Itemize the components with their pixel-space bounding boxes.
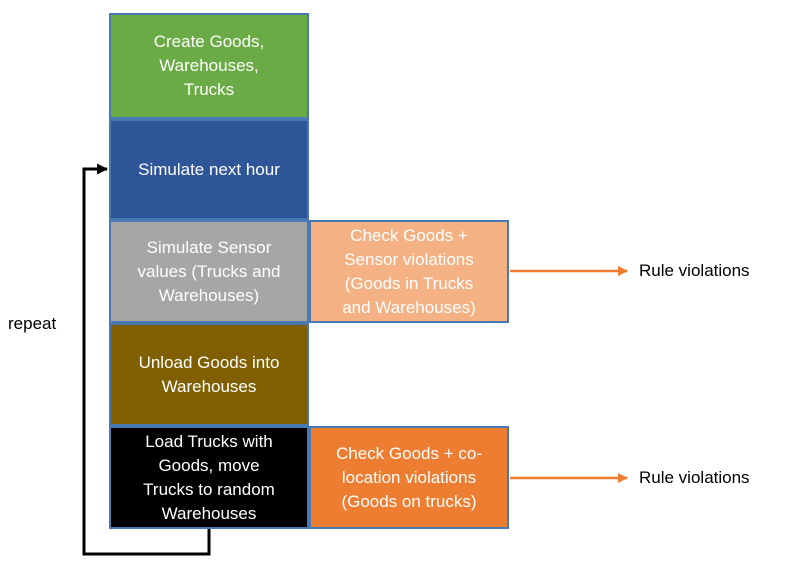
step-load-trucks-label: Load Trucks with Goods, move Trucks to r…	[143, 431, 275, 523]
check-colocation-violations-label: Check Goods + co- location violations (G…	[336, 443, 482, 511]
repeat-label: repeat	[8, 314, 57, 333]
step-simulate-sensor: Simulate Sensor values (Trucks and Wareh…	[109, 220, 309, 323]
step-create-goods: Create Goods, Warehouses, Trucks	[109, 13, 309, 119]
step-create-goods-label: Create Goods, Warehouses, Trucks	[153, 32, 265, 99]
check-colocation-violations: Check Goods + co- location violations (G…	[309, 426, 509, 529]
step-simulate-sensor-label: Simulate Sensor values (Trucks and Wareh…	[137, 237, 281, 305]
repeat-loop-arrow	[82, 163, 211, 556]
step-unload-goods-label: Unload Goods into Warehouses	[138, 352, 280, 396]
step-simulate-next-hour-label: Simulate next hour	[138, 159, 280, 179]
step-simulate-next-hour: Simulate next hour	[109, 119, 309, 220]
rule-violations-label-2: Rule violations	[639, 468, 750, 487]
rule-violations-label-1: Rule violations	[639, 261, 750, 280]
step-unload-goods: Unload Goods into Warehouses	[109, 323, 309, 426]
check-sensor-violations: Check Goods + Sensor violations (Goods i…	[309, 220, 509, 323]
check-sensor-violations-label: Check Goods + Sensor violations (Goods i…	[342, 225, 476, 317]
step-load-trucks: Load Trucks with Goods, move Trucks to r…	[109, 426, 309, 529]
